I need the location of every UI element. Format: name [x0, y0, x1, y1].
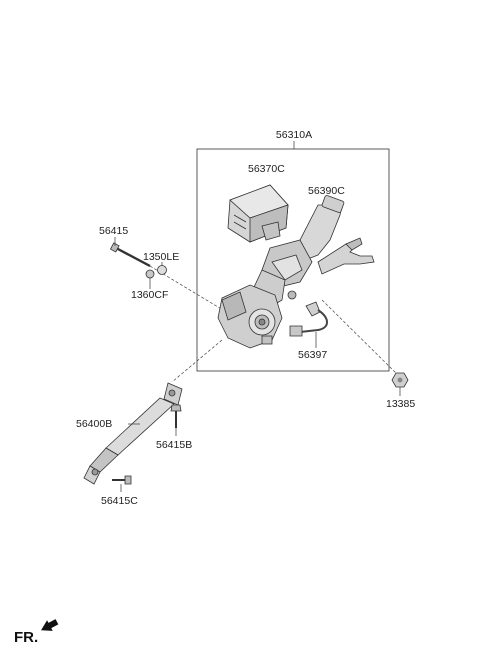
label-bolt-long: 56415	[99, 225, 128, 237]
washer	[157, 265, 167, 275]
label-washer: 1350LE	[143, 251, 179, 263]
front-direction-arrow-icon	[41, 619, 59, 631]
lower-bolt	[112, 475, 132, 485]
control-module	[227, 184, 289, 243]
assembly-frame	[196, 148, 390, 372]
label-assembly: 56310A	[276, 129, 312, 141]
long-bolt	[109, 242, 151, 268]
label-flange-nut: 13385	[386, 398, 415, 410]
wire-connector	[289, 301, 328, 337]
label-connector: 56397	[298, 349, 327, 361]
dash-line-right-nut	[321, 299, 399, 376]
label-upper-bolt: 56415B	[156, 439, 192, 451]
dash-line-shaft	[171, 339, 223, 383]
small-nut	[145, 269, 155, 279]
label-lower-bolt: 56415C	[101, 495, 138, 507]
label-module: 56370C	[248, 163, 285, 175]
label-small-nut: 1360CF	[131, 289, 168, 301]
upper-bolt	[170, 404, 182, 428]
steering-column	[247, 195, 375, 313]
label-shaft: 56400B	[76, 418, 112, 430]
front-direction-label: FR.	[14, 629, 38, 646]
label-column: 56390C	[308, 185, 345, 197]
motor-gearbox	[217, 284, 283, 349]
intermediate-shaft	[83, 382, 183, 485]
flange-nut	[391, 372, 409, 388]
